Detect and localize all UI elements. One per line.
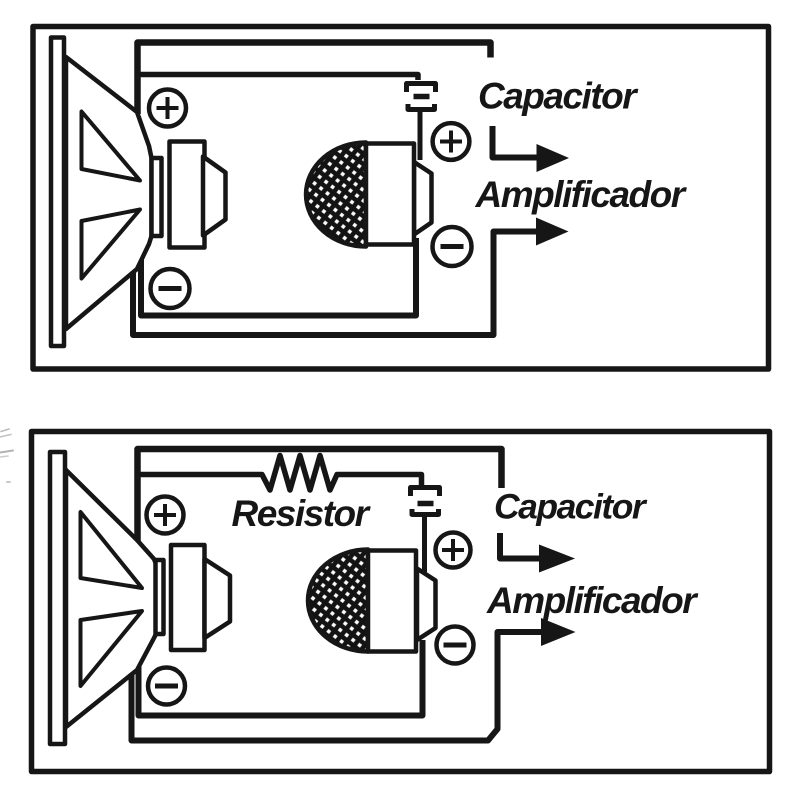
svg-text:Amplificador: Amplificador — [475, 174, 688, 215]
svg-text:Capacitor: Capacitor — [478, 76, 639, 117]
svg-text:Resistor: Resistor — [232, 493, 372, 534]
svg-text:Amplificador: Amplificador — [486, 580, 699, 621]
svg-text:Capacitor: Capacitor — [494, 487, 648, 527]
